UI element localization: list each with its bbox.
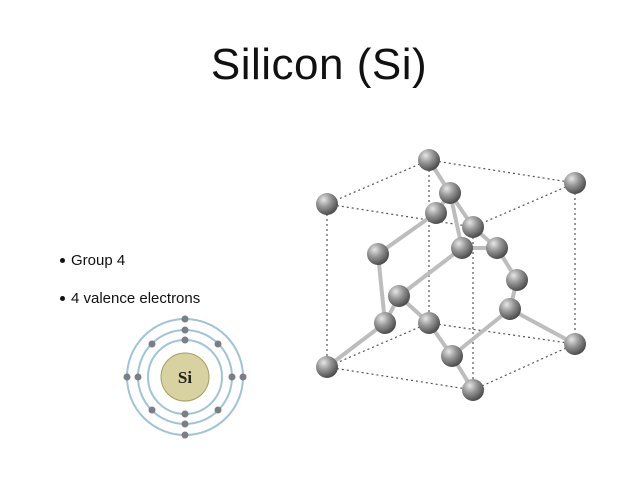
electron xyxy=(228,373,236,381)
silicon-atoms xyxy=(316,149,586,401)
atom xyxy=(374,312,396,334)
atom xyxy=(425,202,447,224)
electron xyxy=(148,406,156,414)
atom xyxy=(486,237,508,259)
electron xyxy=(181,326,189,334)
electron xyxy=(148,340,156,348)
electron xyxy=(214,406,222,414)
bullet-dot-icon xyxy=(60,296,65,301)
electron xyxy=(181,410,189,418)
atom xyxy=(506,269,528,291)
atom xyxy=(451,237,473,259)
electron xyxy=(181,336,189,344)
atom xyxy=(439,182,461,204)
atom xyxy=(316,356,338,378)
bullet-dot-icon xyxy=(60,258,65,263)
electron xyxy=(214,340,222,348)
atom xyxy=(462,379,484,401)
atom xyxy=(418,312,440,334)
bullet-text: 4 valence electrons xyxy=(71,290,201,307)
atom xyxy=(418,149,440,171)
electron xyxy=(181,431,189,439)
electron xyxy=(123,373,131,381)
bullet-text: Group 4 xyxy=(71,252,126,269)
electron xyxy=(181,420,189,428)
bullet-item: Group 4 xyxy=(60,250,200,271)
bullet-list: Group 4 4 valence electrons xyxy=(60,250,200,326)
crystal-lattice-diagram xyxy=(316,149,586,401)
atom xyxy=(441,345,463,367)
bohr-model-diagram: Si xyxy=(123,315,247,439)
unit-cell-edges xyxy=(326,159,576,391)
bullet-item: 4 valence electrons xyxy=(60,288,200,309)
electron xyxy=(134,373,142,381)
atom xyxy=(316,193,338,215)
atom xyxy=(462,216,484,238)
electron xyxy=(181,315,189,323)
atom xyxy=(367,243,389,265)
atom xyxy=(388,285,410,307)
atom xyxy=(564,333,586,355)
atom xyxy=(499,298,521,320)
electron xyxy=(239,373,247,381)
page-title: Silicon (Si) xyxy=(210,40,428,89)
nucleus xyxy=(160,352,210,402)
nucleus-symbol: Si xyxy=(178,368,192,387)
atom xyxy=(564,172,586,194)
